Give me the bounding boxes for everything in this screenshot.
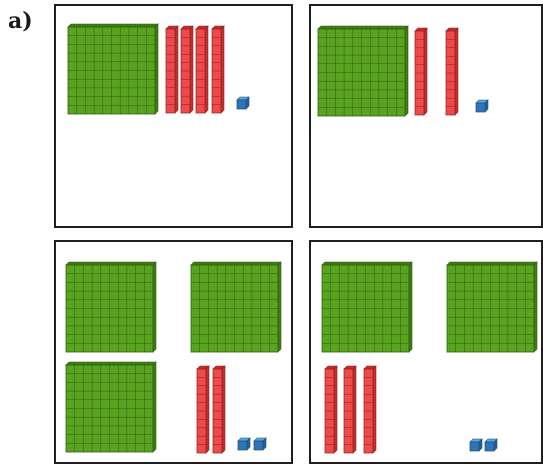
panel-bottom-left-hundred-flat [66, 262, 156, 352]
panel-bottom-right-hundred-flat [447, 262, 537, 352]
panel-top-left-ten-rod [166, 26, 178, 113]
panel-bottom-left-one-cube [238, 438, 250, 450]
panel-bottom-left-hundred-flat [66, 362, 156, 452]
panel-bottom-right-one-cube [470, 439, 482, 451]
panel-bottom-right-ten-rod [364, 366, 376, 453]
panel-top-left-ten-rod [181, 26, 193, 113]
panel-bottom-left-one-cube [254, 438, 266, 450]
panel-bottom-left-ten-rod [213, 366, 225, 453]
panel-top-right-ten-rod [446, 28, 458, 115]
panel-top-left-hundred-flat [68, 24, 158, 114]
panel-bottom-right-one-cube [485, 439, 497, 451]
panel-bottom-left-ten-rod [197, 366, 209, 453]
panel-top-left-ten-rod [212, 26, 224, 113]
panel-top-left-one-cube [237, 97, 249, 109]
panel-bottom-left-hundred-flat [191, 262, 281, 352]
panel-top-right-one-cube [476, 100, 488, 112]
panel-bottom-right-ten-rod [325, 366, 337, 453]
panel-top-right-hundred-flat [318, 26, 408, 116]
panel-bottom-right-ten-rod [344, 366, 356, 453]
panel-top-right-ten-rod [415, 28, 427, 115]
panel-bottom-right-hundred-flat [322, 262, 412, 352]
panel-top-left-ten-rod [196, 26, 208, 113]
